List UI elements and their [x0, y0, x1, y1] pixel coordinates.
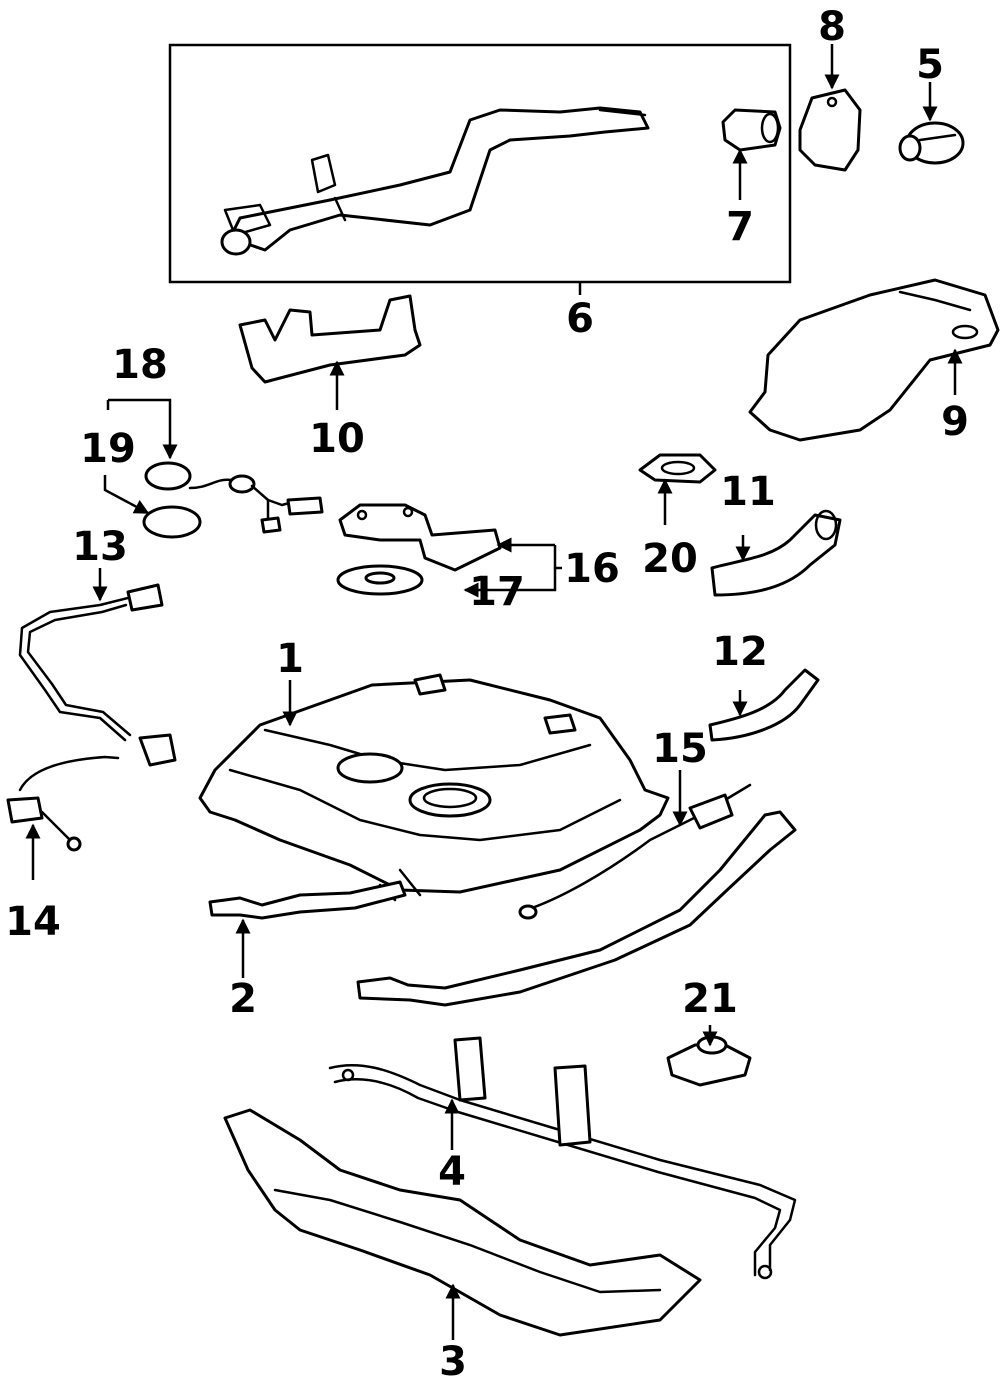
vent-hose[interactable] [708, 668, 820, 742]
callout-7: 7 [726, 204, 754, 250]
fuel-cap[interactable] [898, 121, 965, 165]
callout-21: 21 [682, 976, 738, 1022]
sending-unit-plate[interactable] [338, 503, 502, 572]
fuel-level-sensor[interactable] [6, 755, 120, 852]
splash-shield[interactable] [748, 278, 1000, 442]
fuel-pump-harness[interactable] [518, 783, 752, 920]
crossmember[interactable] [328, 1036, 797, 1280]
callout-16: 16 [564, 546, 620, 592]
filler-pipe[interactable] [220, 106, 650, 256]
sending-unit-gasket[interactable] [142, 505, 202, 539]
callout-3: 3 [439, 1339, 467, 1380]
filler-neck-assembly-frame [168, 43, 792, 284]
sending-unit-seal-ring[interactable] [336, 564, 424, 596]
tank-heat-shield[interactable] [223, 1108, 702, 1337]
callout-1: 1 [276, 636, 304, 682]
callout-20: 20 [642, 536, 698, 582]
callout-12: 12 [712, 629, 768, 675]
callout-8: 8 [818, 4, 846, 50]
fuel-sending-unit[interactable] [144, 461, 324, 534]
callout-18: 18 [112, 342, 168, 388]
filler-pipe-bracket[interactable] [238, 294, 422, 384]
fuel-door[interactable] [798, 88, 862, 172]
leader-lines [25, 44, 963, 1340]
wiring-harness[interactable] [18, 583, 177, 767]
filler-hose[interactable] [710, 509, 842, 597]
tank-strap-rear[interactable] [356, 810, 797, 1007]
fuel-tank[interactable] [198, 673, 670, 902]
callout-11: 11 [720, 469, 776, 515]
callout-5: 5 [916, 42, 944, 88]
callout-9: 9 [941, 399, 969, 445]
callout-6: 6 [566, 296, 594, 342]
tank-strap-front[interactable] [208, 880, 407, 920]
callout-13: 13 [72, 524, 128, 570]
callout-4: 4 [438, 1149, 466, 1195]
callout-2: 2 [229, 976, 257, 1022]
callout-10: 10 [309, 416, 365, 462]
callout-17: 17 [469, 569, 525, 615]
callout-19: 19 [80, 426, 136, 472]
callout-14: 14 [5, 899, 61, 945]
callout-labels: 1 2 3 4 5 6 7 8 9 10 11 12 13 14 15 16 1… [5, 4, 969, 1380]
callout-15: 15 [652, 726, 708, 772]
fuel-pump-retainer-ring[interactable] [638, 453, 717, 484]
filler-neck-grommet[interactable] [721, 108, 782, 152]
